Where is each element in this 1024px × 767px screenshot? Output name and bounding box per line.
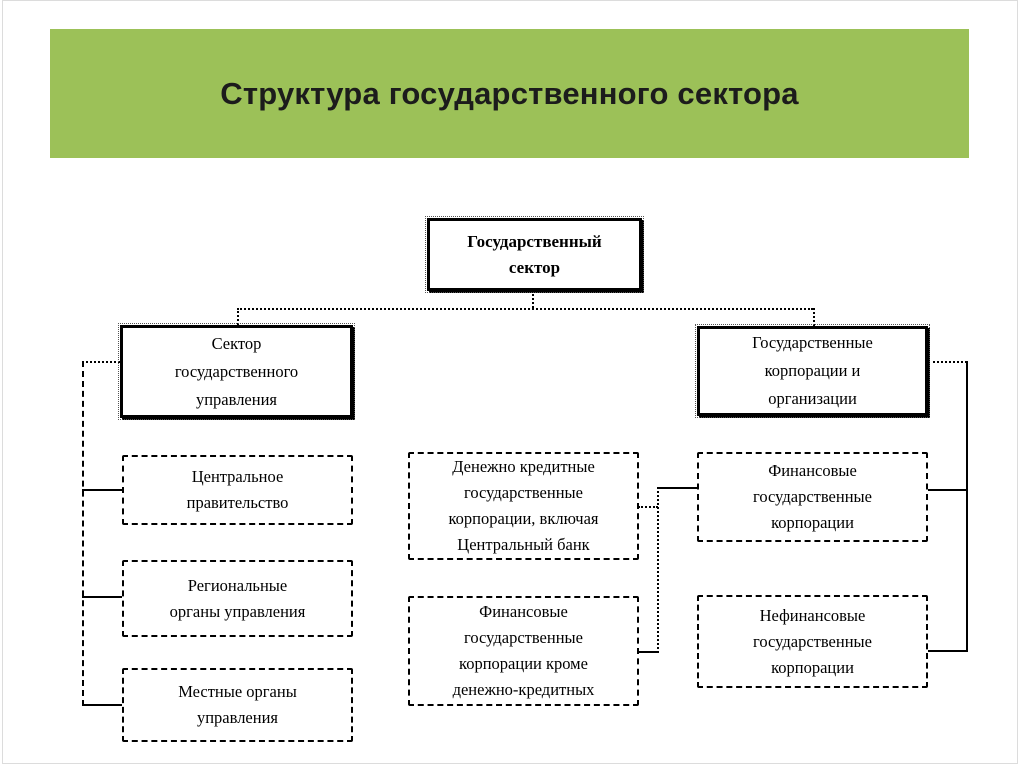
connector-right-elbow xyxy=(928,361,967,363)
connector-left-central xyxy=(82,489,124,491)
connector-left-elbow xyxy=(82,361,120,363)
node-financial-corporations-label: Финансовые государственные корпорации xyxy=(753,461,872,532)
connector-middle-bottom xyxy=(638,651,659,653)
node-root-label: Государственный сектор xyxy=(467,231,602,277)
node-state-corporations-label: Государственные корпорации и организации xyxy=(752,333,873,408)
node-monetary-corporations: Денежно кредитные государственные корпор… xyxy=(408,452,639,560)
node-state-corporations: Государственные корпорации и организации xyxy=(695,324,930,418)
connector-drop-right xyxy=(813,308,815,326)
connector-right-nonfinancial xyxy=(928,650,968,652)
connector-middle-top xyxy=(657,487,697,489)
node-regional-authorities: Региональные органы управления xyxy=(122,560,353,637)
node-local-authorities-label: Местные органы управления xyxy=(178,682,297,727)
connector-root-stub xyxy=(532,291,534,308)
node-root: Государственный сектор xyxy=(425,216,644,293)
connector-right-financial xyxy=(928,489,968,491)
connector-middle-vertical xyxy=(657,487,659,653)
connector-middle-monetary-stub xyxy=(638,506,658,508)
connector-root-horizontal xyxy=(237,308,813,310)
node-financial-non-monetary-corporations-label: Финансовые государственные корпорации кр… xyxy=(452,602,595,699)
connector-left-local xyxy=(82,704,124,706)
connector-right-vertical xyxy=(966,361,968,652)
node-nonfinancial-corporations-label: Нефинансовые государственные корпорации xyxy=(753,605,872,677)
node-gov-management-sector-label: Сектор государственного управления xyxy=(174,333,299,409)
connector-drop-left xyxy=(237,308,239,325)
node-central-government-label: Центральное правительство xyxy=(186,467,289,512)
node-central-government: Центральное правительство xyxy=(122,455,353,525)
connector-left-vertical xyxy=(82,361,84,706)
node-regional-authorities-label: Региональные органы управления xyxy=(169,575,306,621)
node-nonfinancial-corporations: Нефинансовые государственные корпорации xyxy=(697,595,928,688)
title-band: Структура государственного сектора xyxy=(50,29,969,158)
connector-left-regional xyxy=(82,596,124,598)
node-gov-management-sector: Сектор государственного управления xyxy=(118,323,355,420)
node-financial-corporations: Финансовые государственные корпорации xyxy=(697,452,928,542)
node-local-authorities: Местные органы управления xyxy=(122,668,353,742)
node-financial-non-monetary-corporations: Финансовые государственные корпорации кр… xyxy=(408,596,639,706)
page-title: Структура государственного сектора xyxy=(220,75,799,111)
node-monetary-corporations-label: Денежно кредитные государственные корпор… xyxy=(448,457,599,554)
